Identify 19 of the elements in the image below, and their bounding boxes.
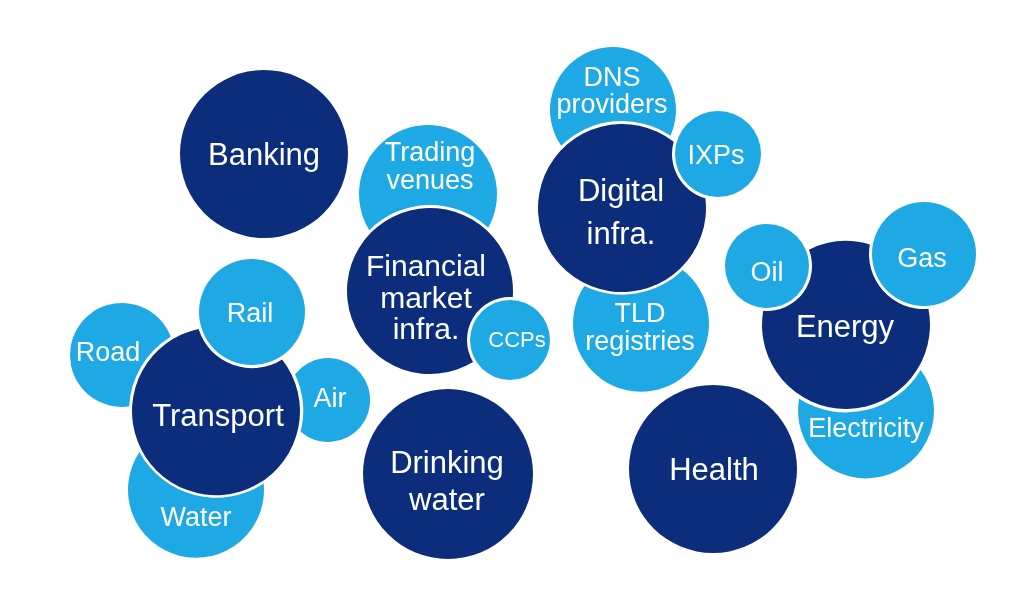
subsector-label: Electricity [808, 413, 924, 443]
sector-label: Digital infra. [577, 171, 665, 253]
sector-label: Drinking water [390, 443, 504, 519]
subsector-label: Rail [226, 298, 274, 328]
subsector-label: TLD registries [585, 298, 695, 356]
sector-label: Energy [795, 310, 895, 344]
subsector-label: Water [160, 502, 232, 532]
subsector-label: Trading venues [384, 137, 476, 195]
subsector-label: DNS providers [556, 64, 668, 118]
sector-label: Transport [152, 399, 284, 433]
subsector-label: Gas [897, 243, 947, 273]
subsector-label: IXPs [687, 140, 745, 170]
sector-label: Banking [208, 138, 320, 172]
subsector-label: CCPs [488, 328, 546, 352]
subsector-label: Oil [750, 257, 784, 287]
sector-label: Financial market infra. [365, 249, 487, 345]
subsector-label: Road [75, 337, 141, 367]
subsector-label: Air [313, 383, 347, 413]
sector-label: Health [669, 453, 759, 487]
